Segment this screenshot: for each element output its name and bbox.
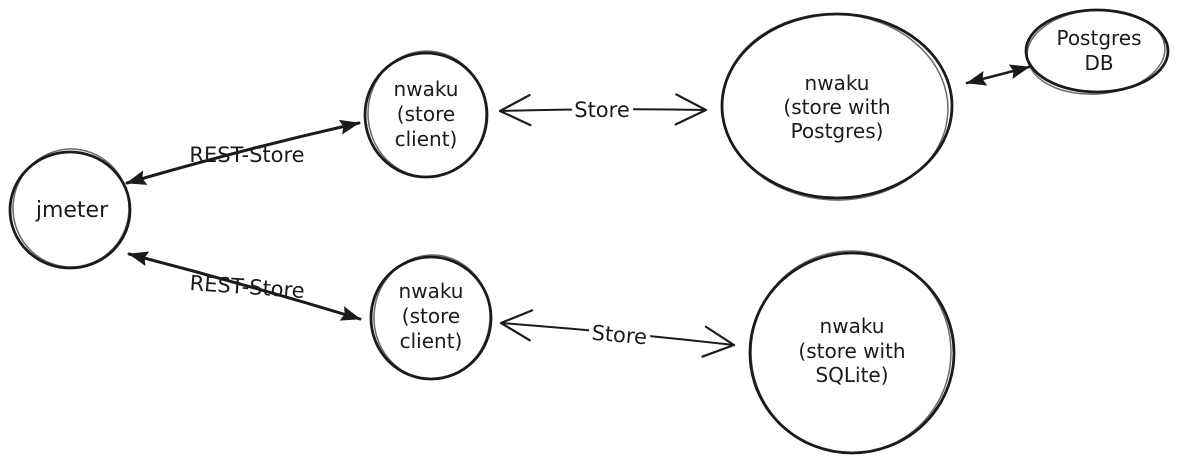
edge-store-top-label: Store [574,98,630,122]
edge-store-top[interactable]: Store [498,93,708,127]
jmeter-node[interactable]: jmeter [8,145,133,271]
store-client-bottom-label-line3: client) [400,329,463,353]
edge-rest-store-top[interactable]: REST-Store [125,119,361,185]
store-with-postgres-label-line1: nwaku [805,71,870,95]
store-with-postgres-node[interactable]: nwaku (store with Postgres) [717,8,954,206]
store-with-sqlite-node[interactable]: nwaku (store with SQLite) [746,246,956,458]
edge-store-bottom-label: Store [591,321,648,350]
store-with-sqlite-label-line1: nwaku [820,314,885,338]
store-client-top-label-line3: client) [395,127,458,151]
store-client-top-label-line1: nwaku [394,77,459,101]
store-client-top-label-line2: (store [397,102,455,126]
store-with-postgres-label-line2: (store with [783,95,890,119]
postgres-db-node[interactable]: Postgres DB [1024,5,1170,98]
edge-postgres-db-link[interactable] [965,64,1031,86]
store-with-postgres-label-line3: Postgres) [791,119,884,143]
edge-rest-store-bottom-label: REST-Store [189,271,306,303]
edge-rest-store-bottom[interactable]: REST-Store [127,251,362,321]
store-client-top-node[interactable]: nwaku (store client) [363,48,489,180]
postgres-db-label-line2: DB [1084,51,1113,75]
store-with-sqlite-label-line2: (store with [798,339,905,363]
edge-store-bottom[interactable]: Store [499,309,736,358]
store-with-sqlite-label-line3: SQLite) [815,363,888,387]
store-client-bottom-node[interactable]: nwaku (store client) [369,251,494,383]
edge-rest-store-top-label: REST-Store [189,143,304,167]
postgres-db-label-line1: Postgres [1056,26,1141,50]
store-client-bottom-label-line2: (store [402,304,460,328]
jmeter-label: jmeter [35,198,109,223]
store-client-bottom-label-line1: nwaku [399,279,464,303]
